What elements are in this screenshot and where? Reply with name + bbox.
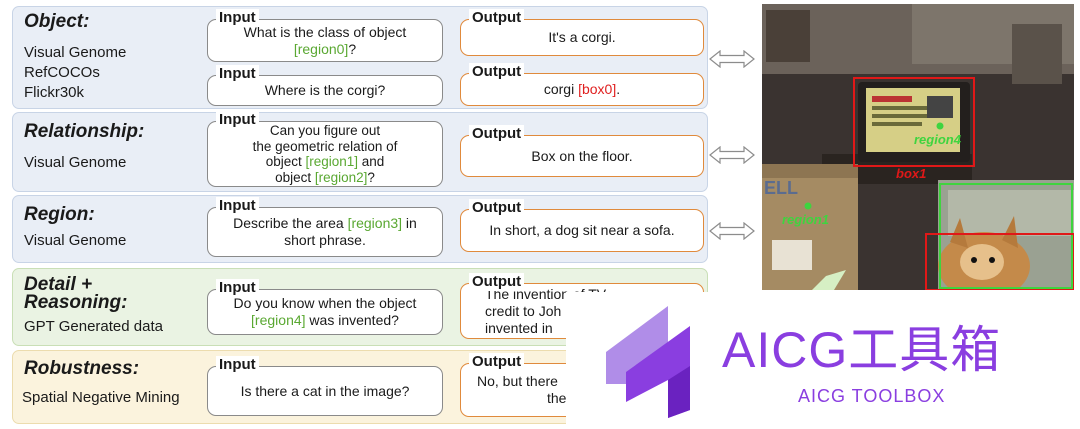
object-source-2: RefCOCOs	[24, 64, 100, 81]
region-panel: Region: Visual Genome Input Describe the…	[12, 195, 708, 263]
object-title: Object:	[24, 11, 90, 32]
input-label: Input	[216, 197, 259, 215]
object-output-1: Output It's a corgi.	[460, 9, 704, 56]
annotated-photo: ELL region4 box1 region1	[762, 4, 1074, 290]
object-source-1: Visual Genome	[24, 44, 127, 61]
object-source-3: Flickr30k	[24, 84, 85, 101]
aicg-logo-icon	[606, 306, 690, 418]
input-text: Where is the corgi?	[264, 82, 386, 98]
aicg-watermark: AICG工具箱 AICG TOOLBOX	[566, 292, 1080, 429]
output-label: Output	[469, 63, 525, 81]
output-text: corgi [box0].	[544, 81, 620, 98]
object-panel: Object: Visual Genome RefCOCOs Flickr30k…	[12, 6, 708, 109]
detail-input-text: Do you know when the object [region4] wa…	[234, 295, 417, 329]
region-input: Input Describe the area [region3] in sho…	[207, 197, 443, 257]
input-text: was invented?	[305, 312, 399, 328]
output-text: Box on the floor.	[531, 147, 633, 164]
box-token: [box0]	[578, 81, 617, 97]
detail-input: Input Do you know when the object [regio…	[207, 279, 443, 335]
input-text: in	[402, 215, 417, 231]
object-output-2: Output corgi [box0].	[460, 63, 704, 106]
region-output: Output In short, a dog sit near a sofa.	[460, 199, 704, 252]
svg-text:ELL: ELL	[764, 178, 798, 198]
aicg-logo-subtitle: AICG TOOLBOX	[798, 386, 946, 406]
relationship-input: Input Can you figure out the geometric r…	[207, 111, 443, 187]
detail-title-line1: Detail +	[24, 274, 93, 295]
output-label: Output	[469, 9, 525, 27]
region1-annotation: region1	[782, 212, 829, 227]
region-token: [region3]	[347, 215, 403, 231]
output-label: Output	[469, 125, 525, 143]
input-text: the geometric relation of	[252, 138, 398, 154]
input-text: short phrase.	[284, 232, 366, 248]
input-text: Describe the area	[233, 215, 348, 231]
object-input-1-text: What is the class of object [region0]?	[244, 24, 407, 58]
input-text: object	[275, 169, 315, 185]
region-source: Visual Genome	[24, 232, 127, 249]
region4-marker	[936, 122, 944, 130]
object-input-2: Input Where is the corgi?	[207, 65, 443, 106]
relationship-title: Relationship:	[24, 121, 145, 142]
output-label: Output	[469, 199, 525, 217]
detail-source: GPT Generated data	[24, 318, 163, 335]
output-label: Output	[469, 273, 525, 291]
input-text: Do you know when the object	[233, 295, 417, 311]
input-text: and	[358, 154, 385, 169]
input-label: Input	[216, 356, 259, 374]
double-arrow-icon	[709, 222, 755, 240]
box1-annotation: box1	[896, 166, 926, 181]
input-text: Can you figure out	[269, 123, 381, 138]
input-label: Input	[216, 111, 259, 129]
output-label: Output	[469, 353, 525, 371]
double-arrow-icon	[709, 146, 755, 164]
robustness-output-text: No, but there the	[471, 373, 566, 407]
input-text: ?	[367, 169, 375, 185]
input-text: What is the class of object	[243, 23, 407, 40]
input-text: object	[265, 154, 306, 169]
output-word: .	[616, 81, 621, 97]
region-token: [region2]	[314, 169, 368, 185]
region-input-text: Describe the area [region3] in short phr…	[233, 215, 417, 249]
aicg-logo-title: AICG工具箱	[722, 322, 1002, 378]
output-word: corgi	[543, 81, 579, 97]
output-text: No, but there	[477, 373, 558, 389]
output-text: It's a corgi.	[548, 29, 616, 45]
input-label: Input	[216, 9, 259, 27]
input-label: Input	[216, 65, 259, 83]
input-text: ?	[348, 40, 357, 57]
relationship-input-text: Can you figure out the geometric relatio…	[253, 123, 398, 185]
double-arrow-icon	[709, 50, 755, 68]
region-token: [region0]	[293, 40, 349, 57]
region-title: Region:	[24, 204, 95, 225]
relationship-source: Visual Genome	[24, 154, 127, 171]
region4-annotation: region4	[914, 132, 962, 147]
output-text: In short, a dog sit near a sofa.	[489, 222, 675, 238]
relationship-panel: Relationship: Visual Genome Input Can yo…	[12, 111, 708, 192]
robustness-title: Robustness:	[24, 358, 140, 379]
output-text: credit to Joh	[485, 302, 562, 319]
input-text: Is there a cat in the image?	[240, 382, 410, 399]
robustness-source: Spatial Negative Mining	[22, 389, 180, 406]
detail-title-line2: Reasoning:	[24, 292, 128, 313]
output-text: the	[547, 390, 567, 406]
region1-marker	[804, 202, 812, 210]
region-token: [region1]	[305, 154, 359, 169]
relationship-output: Output Box on the floor.	[460, 125, 704, 177]
input-label: Input	[216, 279, 259, 297]
region-token: [region4]	[251, 312, 306, 328]
object-input-1: Input What is the class of object [regio…	[207, 9, 443, 62]
output-text: invented in	[485, 319, 553, 336]
robustness-input: Input Is there a cat in the image?	[207, 356, 443, 416]
